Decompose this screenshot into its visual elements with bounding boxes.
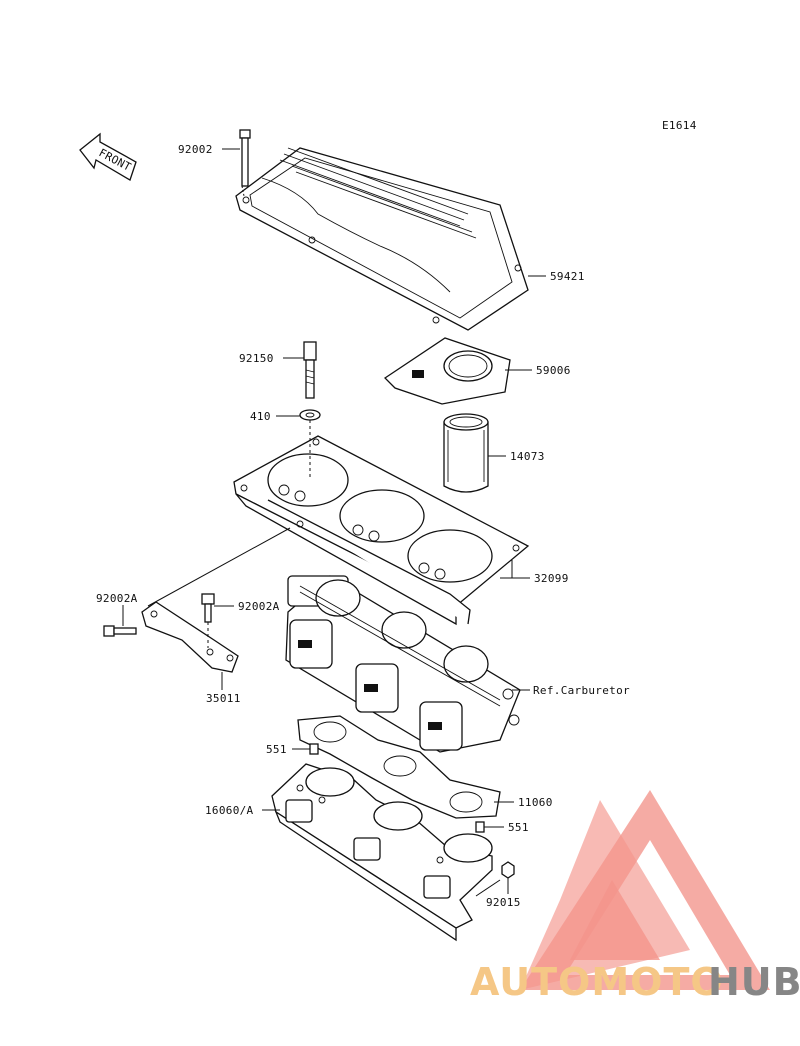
flame-arrester-base-32099	[233, 435, 530, 626]
callout-32099: 32099	[534, 572, 569, 585]
callout-ref-carburetor: Ref.Carburetor	[533, 684, 630, 697]
pin-551-top	[309, 743, 319, 755]
watermark-text-hub: HUB	[708, 960, 800, 1004]
callout-92150: 92150	[239, 352, 274, 365]
callout-59421: 59421	[550, 270, 585, 283]
diagram-ref-code: E1614	[662, 119, 697, 132]
carburetor-assembly	[285, 575, 521, 753]
callout-410: 410	[250, 410, 271, 423]
bracket-35011	[141, 601, 239, 673]
callout-11060: 11060	[518, 796, 553, 809]
callout-16060A: 16060/A	[205, 804, 254, 817]
watermark-logo: AUTOMOTO HUB	[470, 790, 800, 1004]
callout-14073: 14073	[510, 450, 545, 463]
callout-92015: 92015	[486, 896, 521, 909]
callout-59006: 59006	[536, 364, 571, 377]
washer-410	[299, 409, 321, 421]
front-arrow-icon: FRONT	[79, 132, 137, 181]
callout-92002A-right: 92002A	[238, 600, 280, 613]
watermark-text-automoto: AUTOMOTO	[470, 960, 724, 1004]
callout-92002: 92002	[178, 143, 213, 156]
flame-arrester-14073	[443, 413, 489, 493]
bolt-92002A-right	[201, 593, 215, 623]
callout-551-top: 551	[266, 743, 287, 756]
intake-manifold-16060A	[271, 763, 493, 942]
bolt-92002A-left	[103, 625, 137, 637]
pin-551-bottom	[475, 821, 485, 833]
callout-labels: 92002 59421 92150 59006 410 14073 32099 …	[96, 143, 630, 909]
leader-lines	[122, 148, 546, 897]
callout-551-bottom: 551	[508, 821, 529, 834]
flame-arrester-cover	[235, 147, 529, 331]
gasket-59006	[383, 337, 511, 405]
callout-92002A-left: 92002A	[96, 592, 138, 605]
bolt-92002	[239, 129, 251, 197]
callout-35011: 35011	[206, 692, 241, 705]
nut-92015	[501, 861, 515, 879]
bolt-92150	[303, 341, 317, 399]
gasket-11060	[297, 715, 501, 819]
